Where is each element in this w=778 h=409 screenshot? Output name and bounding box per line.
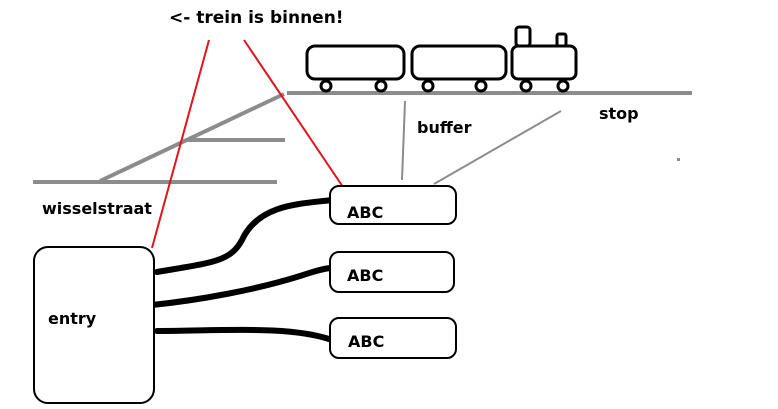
buffer-label: buffer bbox=[417, 118, 472, 137]
stop-sensor-line bbox=[433, 110, 562, 185]
locomotive bbox=[510, 25, 578, 93]
stray-dot bbox=[677, 158, 680, 161]
abc-box-1: ABC bbox=[329, 185, 457, 225]
cable-3 bbox=[154, 326, 335, 343]
cables bbox=[149, 197, 335, 343]
entry-label: entry bbox=[48, 309, 97, 328]
cable-1 bbox=[154, 197, 335, 275]
pointer-to-abc bbox=[243, 39, 344, 188]
abc-label-3: ABC bbox=[348, 332, 384, 351]
diagonal-switch-rail bbox=[99, 92, 285, 183]
buffer-sensor-line bbox=[401, 100, 406, 181]
entry-box bbox=[33, 246, 155, 404]
wisselstraat-label: wisselstraat bbox=[42, 199, 152, 218]
abc-box-3: ABC bbox=[329, 317, 457, 359]
train-status-label: <- trein is binnen! bbox=[169, 8, 344, 28]
abc-label-1: ABC bbox=[347, 203, 383, 222]
abc-label-2: ABC bbox=[347, 266, 383, 285]
switch-tracks bbox=[33, 92, 285, 184]
pointer-lines bbox=[151, 39, 344, 249]
train bbox=[305, 25, 578, 93]
pointer-to-entry bbox=[151, 39, 210, 249]
cable-2 bbox=[149, 265, 335, 308]
abc-box-2: ABC bbox=[329, 251, 455, 293]
wagon-1 bbox=[305, 44, 406, 93]
wagon-2 bbox=[410, 44, 508, 93]
stop-label: stop bbox=[599, 104, 639, 123]
